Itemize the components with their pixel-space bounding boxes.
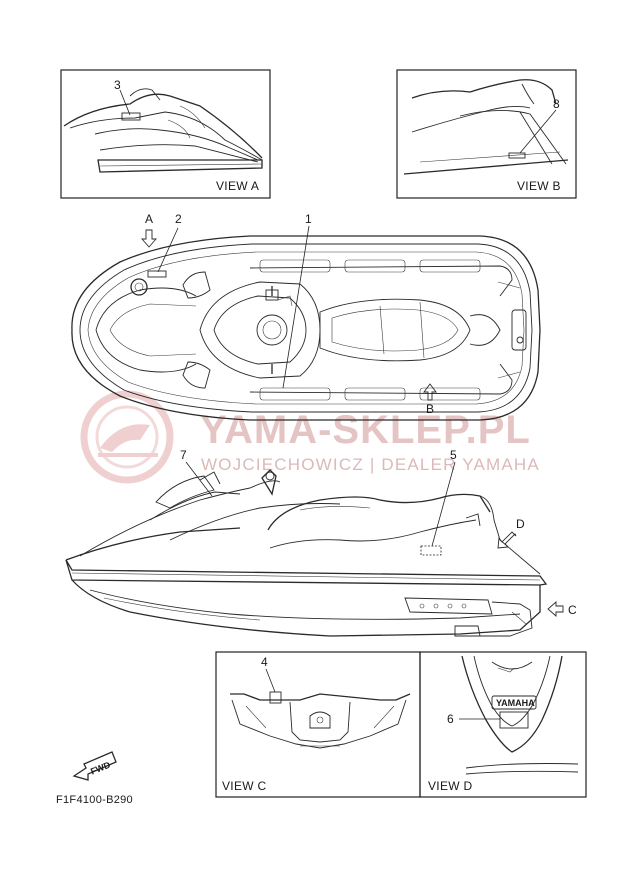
view-a-panel: 3 VIEW A — [60, 69, 271, 199]
view-b-frame — [396, 69, 577, 199]
label-5-mark — [420, 545, 442, 556]
view-c-illustration — [230, 691, 411, 749]
view-a-illustration — [63, 88, 263, 173]
label-4-mark — [269, 691, 282, 704]
arrow-up-icon — [423, 383, 437, 401]
view-c-frame — [215, 651, 421, 798]
watermark-logo-icon — [80, 390, 174, 484]
arrow-diag-icon — [497, 531, 517, 549]
view-a-title: VIEW A — [216, 179, 259, 193]
label-6-mark — [499, 711, 529, 729]
view-c-title: VIEW C — [222, 779, 267, 793]
top-view-craft — [71, 235, 541, 421]
label-2-mark — [147, 270, 167, 278]
callout-3: 3 — [114, 78, 121, 92]
view-arrow-d-label: D — [516, 517, 525, 531]
figure-code: F1F4100-B290 — [56, 794, 133, 806]
view-b-title: VIEW B — [517, 179, 561, 193]
mirror-left — [182, 271, 211, 299]
fwd-arrow-icon — [72, 751, 117, 781]
view-arrow-b-label: B — [426, 402, 434, 416]
callout-5: 5 — [450, 448, 457, 462]
callout-7: 7 — [180, 448, 187, 462]
side-view-craft — [65, 469, 548, 637]
callout-8: 8 — [553, 97, 560, 111]
view-arrow-c-label: C — [568, 603, 577, 617]
view-d-panel: YAMAHA 6 VIEW D — [419, 651, 587, 798]
callout-6: 6 — [447, 712, 454, 726]
view-b-illustration — [403, 79, 569, 175]
view-a-frame — [60, 69, 271, 199]
view-d-title: VIEW D — [428, 779, 473, 793]
view-d-illustration — [461, 655, 579, 775]
view-d-frame — [419, 651, 587, 798]
view-b-panel: 8 VIEW B — [396, 69, 577, 199]
label-8-mark — [508, 152, 526, 159]
fuel-cap — [130, 278, 148, 296]
view-arrow-a-label: A — [145, 212, 153, 226]
watermark-subtitle: WOJCIECHOWICZ | DEALER YAMAHA — [201, 455, 540, 474]
watermark: YAMA-SKLEP.PL WOJCIECHOWICZ | DEALER YAM… — [80, 390, 540, 484]
mirror-right — [182, 361, 211, 389]
yamaha-badge — [491, 695, 537, 710]
yamaha-badge-text: YAMAHA — [496, 698, 535, 708]
arrow-left-icon — [547, 601, 564, 617]
callout-4: 4 — [261, 655, 268, 669]
callout-1: 1 — [305, 212, 312, 226]
arrow-down-icon — [141, 229, 157, 248]
label-3-mark — [121, 112, 141, 121]
callout-2: 2 — [175, 212, 182, 226]
view-c-panel: 4 VIEW C — [215, 651, 421, 798]
fwd-label: FWD — [89, 759, 112, 776]
watermark-title: YAMA-SKLEP.PL — [200, 408, 531, 452]
